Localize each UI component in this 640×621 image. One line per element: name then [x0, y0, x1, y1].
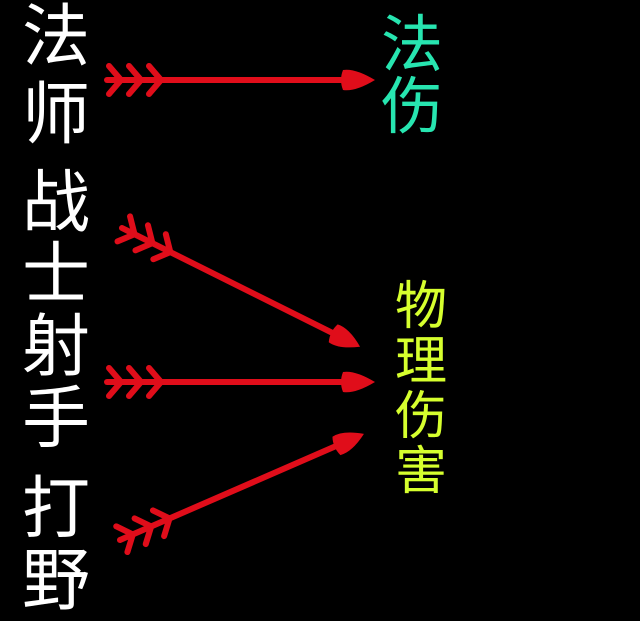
target-magic-char-2: 伤 — [380, 70, 443, 143]
role-marksman-char-1: 射 — [21, 308, 90, 387]
arrow-mage-to-magic-icon — [104, 63, 375, 97]
target-physical-char-3: 伤 — [394, 387, 447, 447]
role-jungler-char-1: 打 — [21, 470, 90, 549]
target-physical-char-1: 物 — [394, 277, 447, 337]
role-warrior-char-2: 士 — [21, 236, 90, 315]
role-mage-char-1: 法 — [21, 0, 90, 77]
arrow-marksman-to-physical-icon — [104, 365, 375, 399]
arrow-jungler-to-physical-icon — [113, 432, 364, 556]
role-marksman-char-2: 手 — [21, 380, 90, 459]
target-magic-damage: 法 伤 — [372, 14, 452, 138]
target-magic-char-1: 法 — [380, 8, 443, 81]
arrows-layer — [104, 63, 375, 556]
role-warrior-char-1: 战 — [21, 164, 90, 243]
role-mage-char-2: 师 — [21, 76, 90, 155]
target-physical-char-2: 理 — [394, 332, 447, 392]
target-physical-damage: 物 理 伤 害 — [386, 280, 456, 500]
arrow-warrior-to-physical-icon — [114, 213, 361, 348]
target-physical-char-4: 害 — [394, 442, 447, 502]
